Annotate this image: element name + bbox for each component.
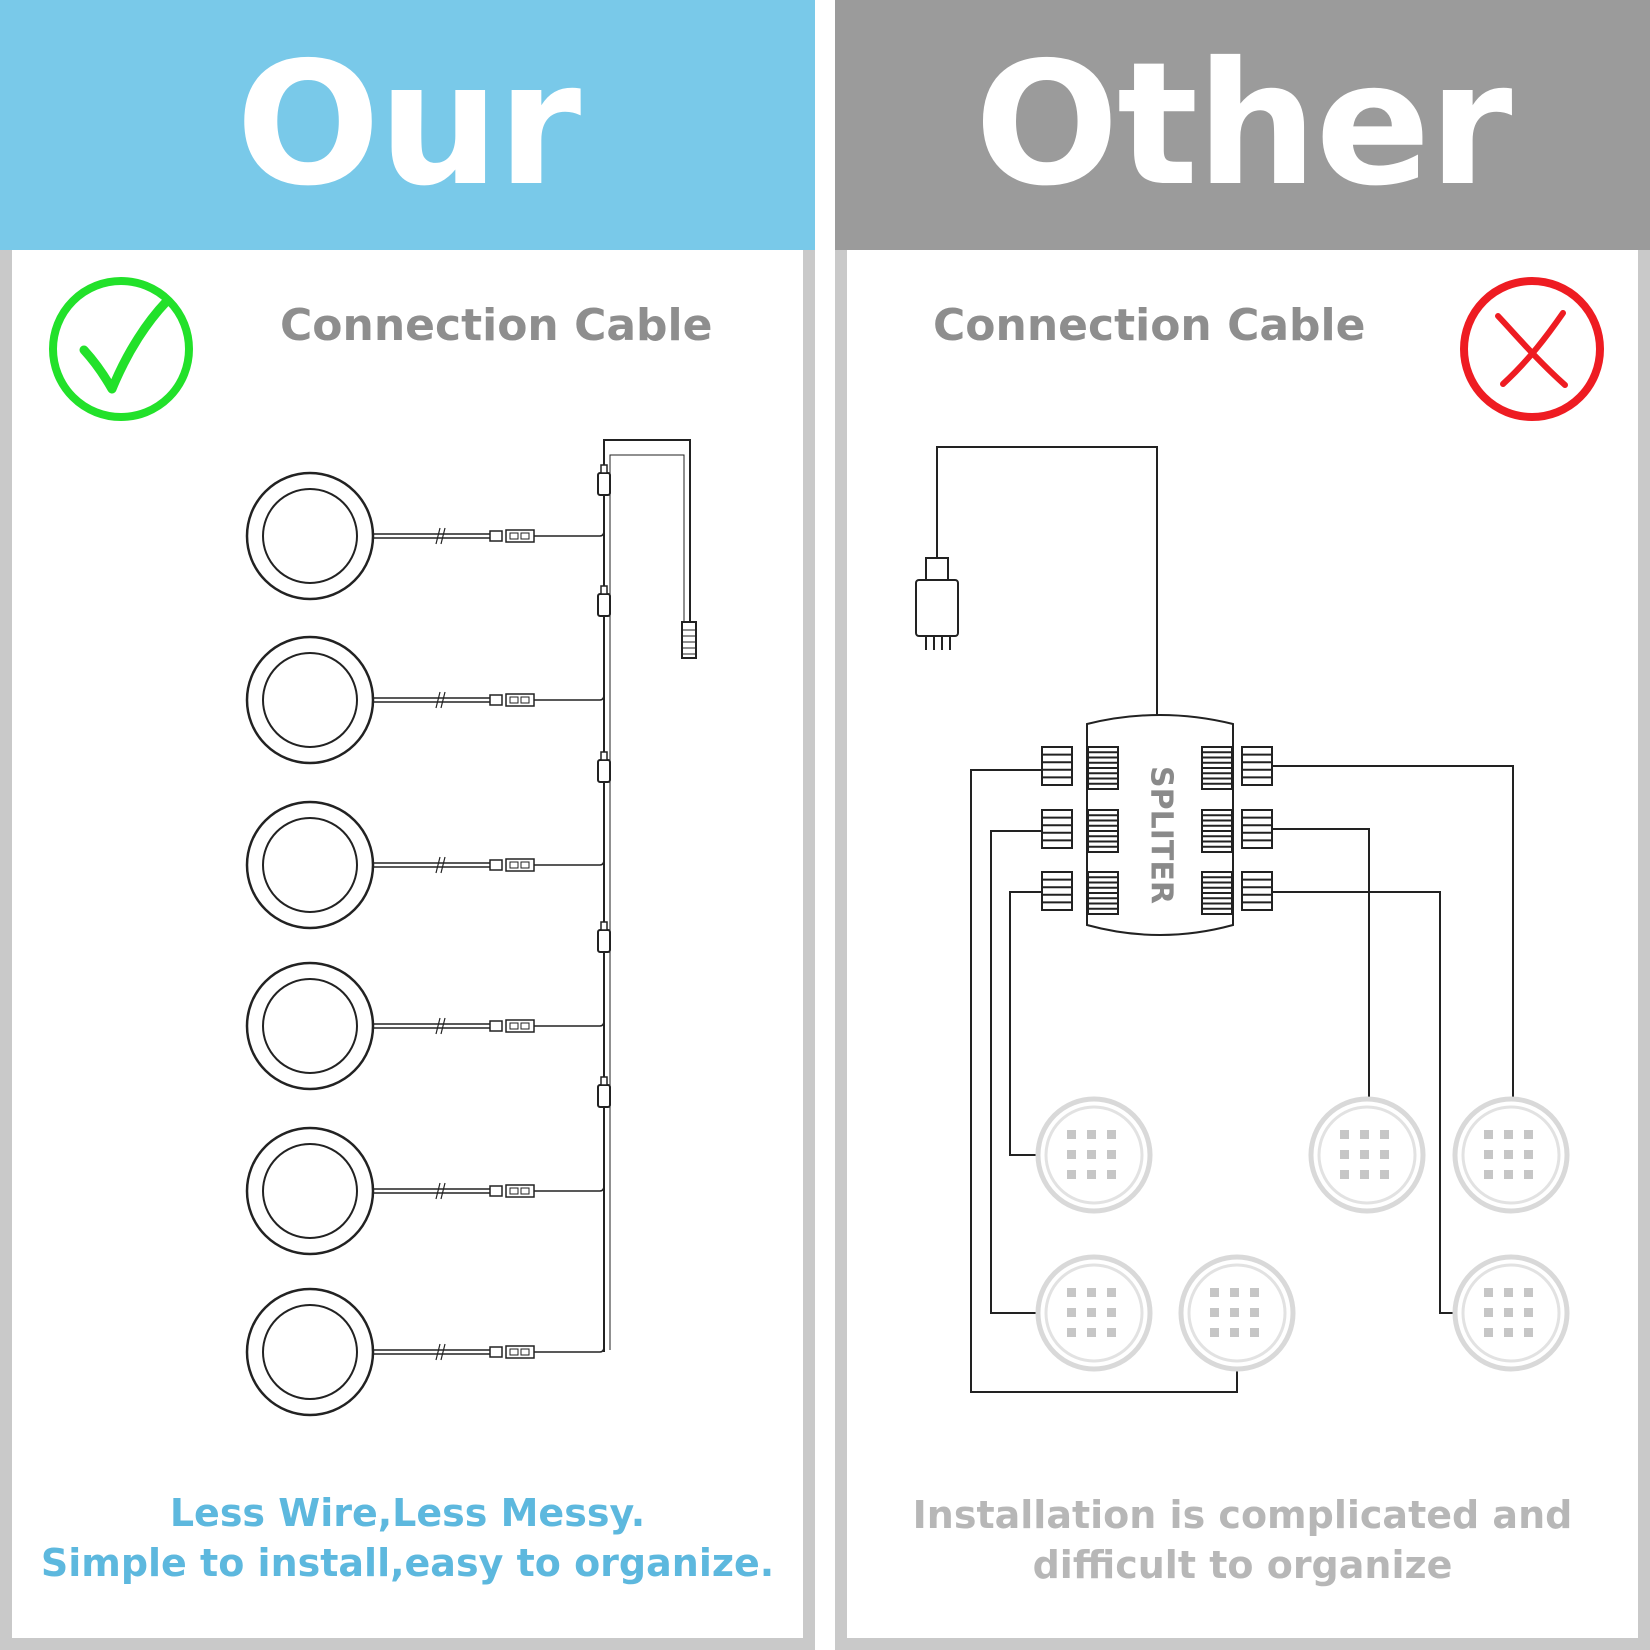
splitter: SPLITER — [1041, 714, 1273, 936]
splitter-socket-right-2 — [1201, 809, 1233, 853]
other-lights — [1035, 1096, 1570, 1372]
other-caption-line2: difficult to organize — [1032, 1543, 1453, 1587]
other-caption: Installation is complicated and difficul… — [835, 1490, 1650, 1590]
our-light-6 — [245, 1287, 605, 1417]
splitter-plug-left-1 — [1041, 746, 1073, 786]
main-cable — [603, 439, 691, 1352]
other-light-3 — [1452, 1096, 1570, 1214]
power-plug — [915, 557, 959, 650]
our-light-5 — [245, 1076, 611, 1256]
our-diagram — [49, 277, 697, 1417]
other-panel: Other — [835, 0, 1650, 1650]
other-banner: Other — [835, 0, 1650, 250]
our-caption-line2: Simple to install,easy to organize. — [40, 1541, 775, 1585]
splitter-plug-right-1 — [1241, 746, 1273, 786]
our-panel: Our Connection Cable Less Wire,Less Mess… — [0, 0, 815, 1650]
our-light-chain — [245, 439, 697, 1417]
our-title: Our — [235, 26, 581, 224]
other-title: Other — [974, 26, 1513, 224]
splitter-socket-right-3 — [1201, 871, 1233, 915]
splitter-socket-left-2 — [1087, 809, 1119, 853]
splitter-plug-left-3 — [1041, 871, 1073, 911]
splitter-plug-left-2 — [1041, 809, 1073, 849]
our-light-3 — [245, 751, 611, 930]
splitter-label: SPLITER — [1144, 766, 1179, 904]
our-frame — [0, 250, 815, 1650]
other-light-5 — [1178, 1254, 1296, 1372]
our-light-4 — [245, 921, 611, 1091]
other-light-2 — [1308, 1096, 1426, 1214]
other-light-4 — [1035, 1254, 1153, 1372]
other-caption-line1: Installation is complicated and — [912, 1493, 1573, 1537]
other-diagram: SPLITER — [915, 277, 1604, 1393]
other-light-6 — [1452, 1254, 1570, 1372]
our-light-1 — [245, 464, 611, 601]
other-light-1 — [1035, 1096, 1153, 1214]
splitter-socket-right-1 — [1201, 746, 1233, 790]
other-subtitle: Connection Cable — [933, 300, 1366, 351]
splitter-socket-left-3 — [1087, 871, 1119, 915]
splitter-socket-left-1 — [1087, 746, 1119, 790]
our-caption-line1: Less Wire,Less Messy. — [169, 1491, 646, 1535]
x-circle-icon — [1460, 277, 1604, 421]
splitter-plug-right-2 — [1241, 809, 1273, 849]
our-subtitle: Connection Cable — [280, 300, 713, 351]
splitter-plug-right-3 — [1241, 871, 1273, 911]
our-caption: Less Wire,Less Messy. Simple to install,… — [0, 1488, 815, 1588]
check-circle-icon — [49, 277, 193, 421]
other-wires — [936, 446, 1514, 1393]
our-light-2 — [245, 585, 611, 765]
our-banner: Our — [0, 0, 815, 250]
input-connector — [681, 621, 697, 659]
